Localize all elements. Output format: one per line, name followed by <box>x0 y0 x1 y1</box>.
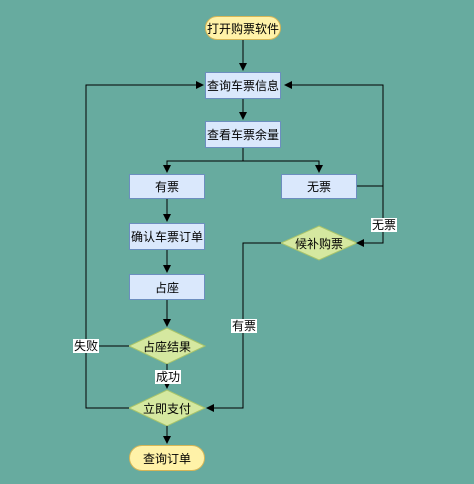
edge-label-fail: 失败 <box>73 339 100 353</box>
decision-waitlist-shape <box>279 225 359 261</box>
node-start: 打开购票软件 <box>205 16 281 40</box>
edge-no-ticket-loop <box>284 81 384 186</box>
node-pay-now: 立即支付 <box>142 401 191 416</box>
edge-view-to-no-ticket <box>243 160 323 173</box>
edge-label-success: 成功 <box>155 370 182 384</box>
node-waitlist: 候补购票 <box>294 236 343 251</box>
node-view-remaining: 查看车票余量 <box>205 121 281 148</box>
edge-no-ticket-to-waitlist <box>356 185 384 247</box>
node-query-order: 查询订单 <box>129 445 205 471</box>
edge-label-no-ticket-loop: 无票 <box>371 218 398 232</box>
edge-view-split <box>163 148 244 173</box>
node-occupy-seat: 占座 <box>129 274 205 300</box>
node-seat-result: 占座结果 <box>142 339 191 354</box>
edge-label-waitlist-has-ticket: 有票 <box>231 319 258 333</box>
edge-result-fail-loop <box>85 81 204 347</box>
node-confirm-order: 确认车票订单 <box>129 223 205 250</box>
node-query-info: 查询车票信息 <box>205 72 281 99</box>
node-no-ticket: 无票 <box>281 174 357 199</box>
edge-pay-back-loop <box>85 346 129 409</box>
node-has-ticket: 有票 <box>129 174 205 199</box>
